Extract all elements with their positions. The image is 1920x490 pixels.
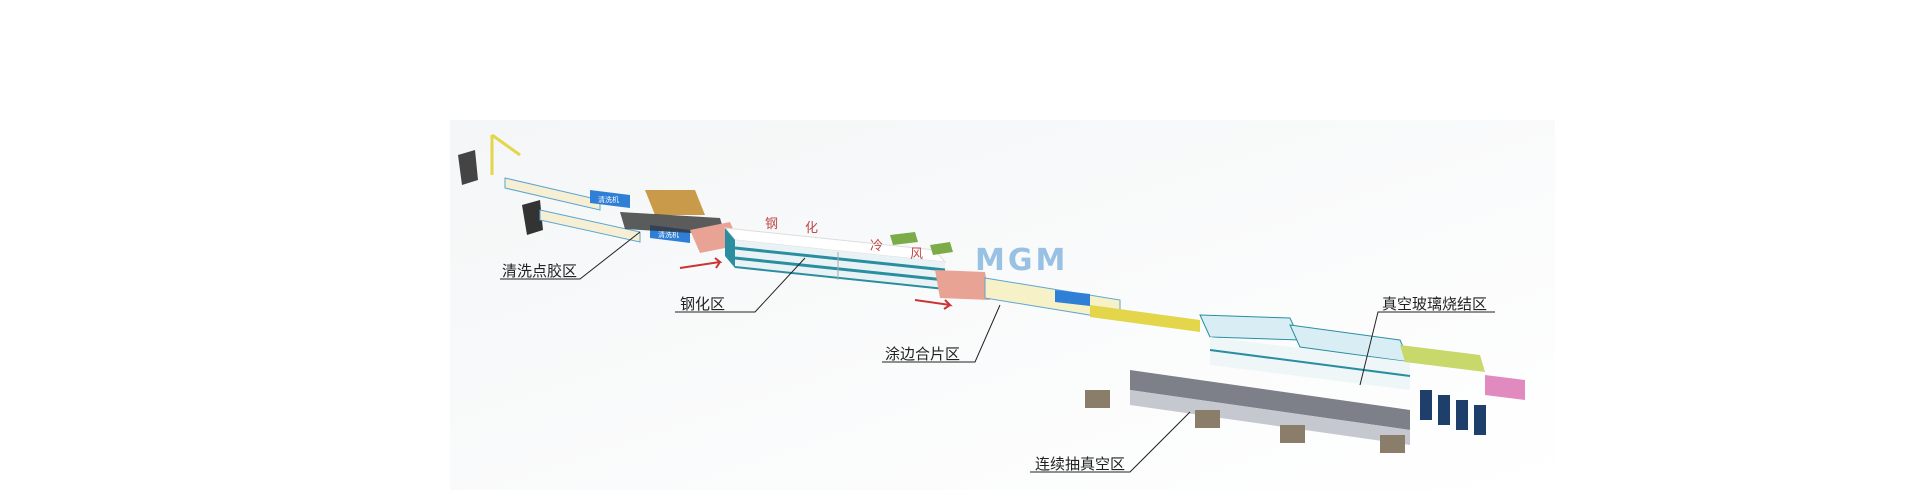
furnace-text: 风 xyxy=(910,247,923,262)
cleaning-gluing-equipment: 清洗机 清洗机 xyxy=(458,133,740,269)
furnace-text: 钢 xyxy=(765,217,778,232)
furnace-text: 冷 xyxy=(870,239,883,254)
continuous-vacuum-pumping-equipment xyxy=(1085,370,1410,453)
zone-label-cleaning-gluing: 清洗点胶区 xyxy=(502,262,578,280)
washer-label: 清洗机 xyxy=(598,195,619,204)
zone-label-tempering: 钢化区 xyxy=(680,295,726,313)
edge-coating-equipment xyxy=(914,270,1200,332)
vacuum-glass-sintering-equipment xyxy=(1199,314,1525,435)
zone-label-edge-coating-lamination: 涂边合片区 xyxy=(885,345,961,363)
zone-label-vacuum-glass-sintering: 真空玻璃烧结区 xyxy=(1382,295,1488,313)
furnace-text: 化 xyxy=(805,221,818,236)
washer-label: 清洗机 xyxy=(658,230,679,239)
tempering-furnace: 钢 化 冷 风 xyxy=(723,217,953,290)
watermark: MGM xyxy=(975,243,1068,278)
zone-label-continuous-vacuum: 连续抽真空区 xyxy=(1035,455,1126,473)
leader-lines xyxy=(500,231,1495,473)
